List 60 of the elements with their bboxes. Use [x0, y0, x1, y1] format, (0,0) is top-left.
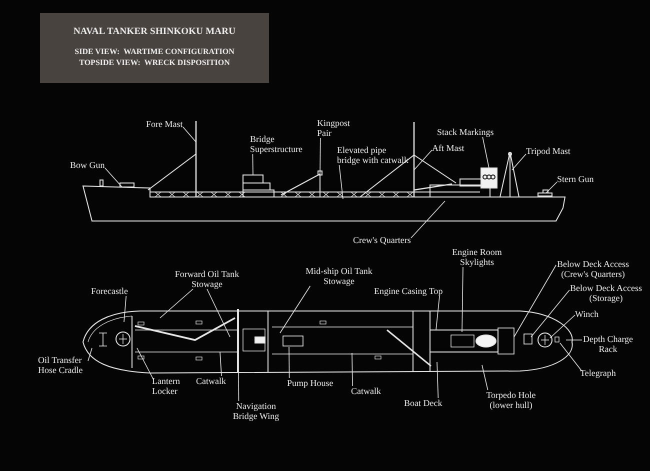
leader-line [238, 312, 240, 402]
leader-line [288, 346, 290, 378]
callout-label: Boat Deck [404, 398, 442, 408]
callout-label: Below Deck Access (Crew's Quarters) [552, 259, 634, 279]
callout-label: Crew's Quarters [353, 235, 411, 245]
leader-line [410, 200, 446, 238]
callout-label: Winch [575, 309, 599, 319]
callout-label: Catwalk [351, 386, 381, 396]
callout-label: Engine Room Skylights [449, 247, 505, 267]
callout-label: Torpedo Hole (lower hull) [482, 390, 540, 410]
callout-label: Catwalk [196, 376, 226, 386]
leader-line [462, 266, 464, 332]
leader-line [124, 296, 127, 322]
leader-line [104, 168, 122, 188]
callout-label: Telegraph [580, 368, 616, 378]
subtitle: TOPSIDE VIEW: WRECK DISPOSITION [79, 57, 230, 68]
callout-label: Elevated pipe bridge with catwalk [337, 145, 411, 165]
subtitle: SIDE VIEW: WARTIME CONFIGURATION [74, 46, 234, 57]
leader-line [338, 164, 344, 200]
callout-label: Fore Mast [146, 119, 183, 129]
leader-line [136, 348, 154, 380]
leader-line [320, 138, 321, 178]
leader-line [352, 352, 353, 386]
leader-line [414, 150, 432, 170]
leader-line [550, 314, 576, 338]
callout-label: Pump House [287, 378, 334, 388]
title: NAVAL TANKER SHINKOKU MARU [73, 27, 236, 37]
callout-label: Kingpost Pair [317, 118, 351, 138]
callout-label: Lantern Locker [152, 376, 186, 396]
leader-line [514, 264, 556, 338]
callout-label: Tripod Mast [526, 146, 570, 156]
leader-line [220, 352, 222, 376]
callout-label: Stern Gun [557, 174, 594, 184]
leader-line [252, 154, 254, 176]
leader-line [546, 182, 558, 194]
leader-line [88, 348, 92, 362]
callout-label: Bow Gun [70, 160, 105, 170]
leader-line [160, 288, 194, 318]
callout-label: Oil Transfer Hose Cradle [38, 355, 88, 375]
callout-label: Navigation Bridge Wing [229, 401, 283, 421]
callout-label: Forward Oil Tank Stowage [172, 269, 242, 289]
leader-line [436, 296, 440, 330]
leader-line [512, 154, 526, 170]
leader-line [482, 136, 490, 168]
callout-label: Bridge Superstructure [250, 134, 304, 154]
leader-line [482, 364, 488, 390]
leader-line [530, 290, 570, 338]
callout-label: Forecastle [91, 286, 128, 296]
callout-label: Depth Charge Rack [582, 334, 634, 354]
leader-line [436, 362, 439, 398]
callout-label: Engine Casing Top [374, 286, 443, 296]
callout-label: Stack Markings [437, 127, 494, 137]
callout-label: Mid-ship Oil Tank Stowage [303, 266, 375, 286]
ship-top-view-drawing [82, 309, 573, 374]
callout-label: Below Deck Access (Storage) [568, 283, 644, 303]
callout-label: Aft Mast [432, 143, 464, 153]
leader-line [280, 286, 311, 334]
leader-line [560, 342, 582, 372]
leader-line [206, 288, 230, 338]
leader-line [182, 126, 196, 142]
